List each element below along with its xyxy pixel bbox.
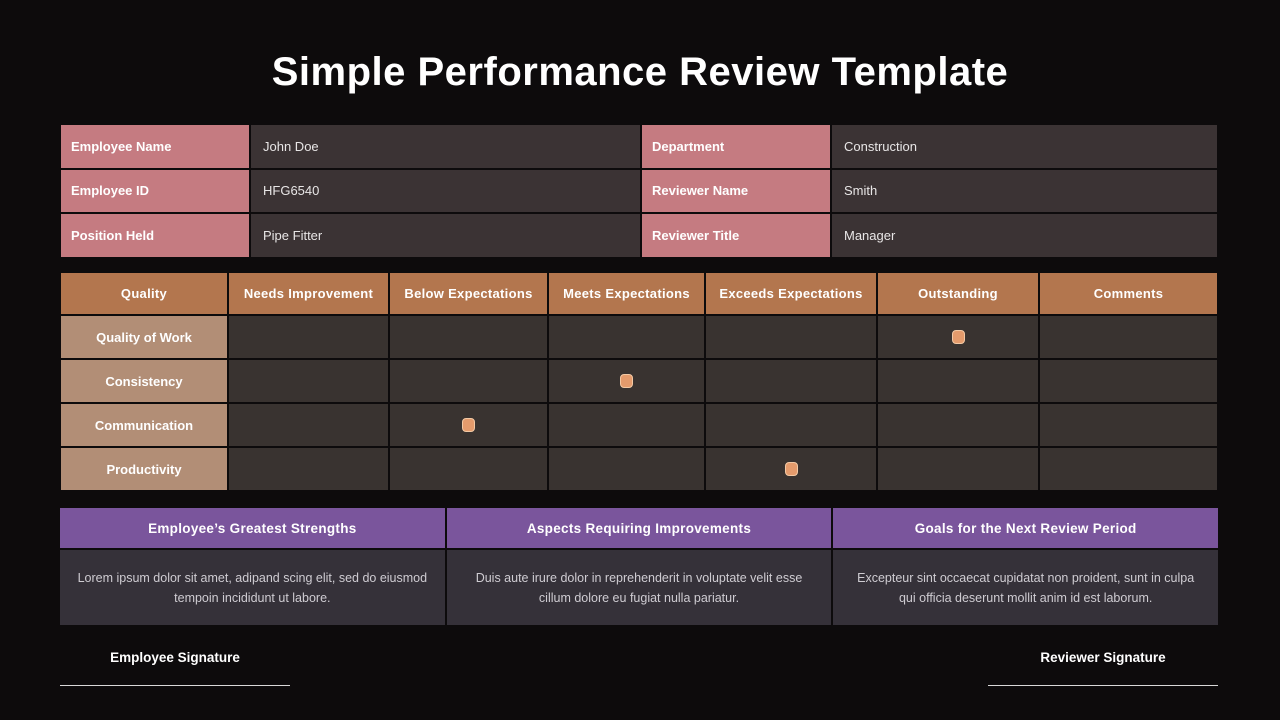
rating-cell: [389, 403, 548, 447]
page-title: Simple Performance Review Template: [271, 50, 1009, 94]
rating-marker-icon: [784, 462, 798, 476]
rating-cell: [705, 359, 877, 403]
rating-column-header: Below Expectations: [389, 272, 548, 315]
section-header: Employee’s Greatest Strengths: [60, 508, 445, 550]
rating-cell: [1039, 359, 1218, 403]
info-value: Pipe Fitter: [250, 213, 641, 258]
info-value: Manager: [831, 213, 1218, 258]
rating-row-label: Quality of Work: [60, 315, 228, 359]
rating-cell: [548, 403, 705, 447]
rating-marker-icon: [951, 330, 965, 344]
rating-cell: [705, 403, 877, 447]
rating-cell: [228, 359, 389, 403]
rating-column-header: Comments: [1039, 272, 1218, 315]
rating-cell: [877, 403, 1039, 447]
rating-marker-icon: [620, 374, 633, 388]
info-value: John Doe: [250, 124, 641, 169]
rating-row-label: Productivity: [60, 447, 228, 491]
reviewer-signature-block: Reviewer Signature: [988, 648, 1218, 686]
rating-column-header: Meets Expectations: [548, 272, 705, 315]
rating-cell: [548, 447, 705, 491]
info-label: Reviewer Title: [641, 213, 831, 258]
rating-cell: [389, 315, 548, 359]
rating-cell: [228, 403, 389, 447]
rating-column-header: Exceeds Expectations: [705, 272, 877, 315]
section-body-text: Lorem ipsum dolor sit amet, adipand scin…: [60, 550, 445, 625]
info-label: Employee Name: [60, 124, 250, 169]
rating-cell: [1039, 447, 1218, 491]
rating-column-header: Quality: [60, 272, 228, 315]
info-label: Employee ID: [60, 168, 250, 214]
rating-cell: [1039, 403, 1218, 447]
info-value: HFG6540: [250, 168, 641, 214]
rating-cell: [389, 447, 548, 491]
section-body-text: Excepteur sint occaecat cupidatat non pr…: [833, 550, 1218, 625]
info-label: Position Held: [60, 213, 250, 258]
info-label: Reviewer Name: [641, 168, 831, 214]
rating-cell: [548, 359, 705, 403]
rating-cell: [548, 315, 705, 359]
rating-cell: [877, 359, 1039, 403]
rating-marker-icon: [462, 418, 475, 432]
rating-cell: [877, 447, 1039, 491]
rating-cell: [705, 315, 877, 359]
info-value: Smith: [831, 168, 1218, 214]
rating-row-label: Consistency: [60, 359, 228, 403]
section-body-text: Duis aute irure dolor in reprehenderit i…: [446, 550, 832, 625]
rating-cell: [228, 315, 389, 359]
rating-column-header: Needs Improvement: [228, 272, 389, 315]
rating-cell: [1039, 315, 1218, 359]
rating-cell: [389, 359, 548, 403]
employee-signature-block: Employee Signature: [60, 648, 290, 686]
info-value: Construction: [831, 124, 1218, 169]
section-header: Aspects Requiring Improvements: [446, 508, 832, 550]
reviewer-signature-label: Reviewer Signature: [1040, 650, 1166, 665]
rating-cell: [705, 447, 877, 491]
rating-cell: [228, 447, 389, 491]
section-header: Goals for the Next Review Period: [833, 508, 1218, 550]
rating-cell: [877, 315, 1039, 359]
rating-row-label: Communication: [60, 403, 228, 447]
rating-column-header: Outstanding: [877, 272, 1039, 315]
info-label: Department: [641, 124, 831, 169]
employee-signature-label: Employee Signature: [110, 650, 240, 665]
